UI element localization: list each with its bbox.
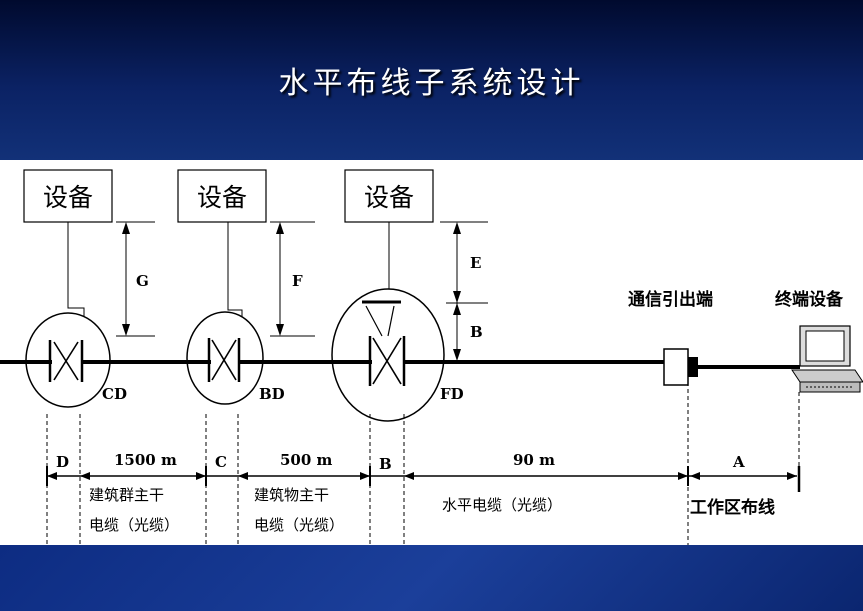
node-fd: FD xyxy=(331,288,464,422)
dimension-e-b: E B xyxy=(440,221,488,362)
segment-label-a: A xyxy=(732,453,745,471)
slide-footer xyxy=(0,545,863,611)
distance-line: D 1500 m C 500 m B 90 m A xyxy=(46,451,801,492)
equipment-box-fd: 设备 xyxy=(344,169,434,223)
node-label-cd: CD xyxy=(102,385,127,403)
dimension-g: G xyxy=(116,221,155,337)
equipment-box-bd: 设备 xyxy=(177,169,267,223)
caption-work-area: 工作区布线 xyxy=(690,497,775,518)
height-label-b: B xyxy=(470,323,483,341)
outlet-label: 通信引出端 xyxy=(628,289,713,310)
node-cd: CD xyxy=(0,312,127,408)
node-bd: BD xyxy=(186,311,285,405)
equipment-label-fd: 设备 xyxy=(364,183,414,212)
slide-header: 水平布线子系统设计 xyxy=(0,0,863,160)
segment-label-c: C xyxy=(215,453,227,471)
segment-label-b: B xyxy=(379,455,392,473)
terminal-computer-icon: 终端设备 xyxy=(775,289,863,393)
equipment-box-cd: 设备 xyxy=(23,169,113,223)
dimension-f: F xyxy=(270,221,315,337)
slide-title: 水平布线子系统设计 xyxy=(278,66,585,101)
segment-length-campus: 1500 m xyxy=(114,451,177,469)
caption-building-line1: 建筑物主干 xyxy=(254,486,329,504)
node-label-bd: BD xyxy=(259,385,285,403)
node-label-fd: FD xyxy=(440,385,464,403)
caption-campus-line2: 电缆（光缆） xyxy=(89,516,179,534)
equipment-label-bd: 设备 xyxy=(197,183,247,212)
terminal-label: 终端设备 xyxy=(775,289,844,310)
segment-label-d: D xyxy=(56,453,69,471)
height-label-f: F xyxy=(292,272,303,290)
telecom-outlet: 通信引出端 xyxy=(628,289,713,386)
captions: 建筑群主干 电缆（光缆） 建筑物主干 电缆（光缆） 水平电缆（光缆） 工作区布线 xyxy=(89,486,775,534)
caption-building-line2: 电缆（光缆） xyxy=(254,516,344,534)
cabling-diagram: 设备 设备 设备 CD xyxy=(0,169,863,545)
caption-campus-line1: 建筑群主干 xyxy=(89,486,164,504)
diagram-panel: 设备 设备 设备 CD xyxy=(0,160,863,545)
height-label-e: E xyxy=(470,254,481,272)
caption-horizontal: 水平电缆（光缆） xyxy=(442,496,562,514)
segment-length-horizontal: 90 m xyxy=(513,451,555,469)
height-label-g: G xyxy=(136,272,149,290)
segment-length-building: 500 m xyxy=(280,451,333,469)
equipment-label-cd: 设备 xyxy=(43,183,93,212)
